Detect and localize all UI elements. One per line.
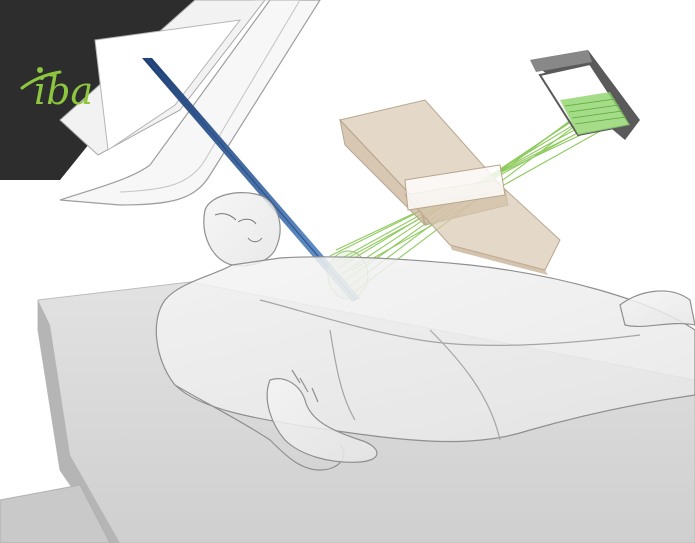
slit-collimator	[340, 100, 560, 275]
iba-logo-text: iba	[34, 69, 93, 113]
detector-camera	[530, 50, 640, 140]
